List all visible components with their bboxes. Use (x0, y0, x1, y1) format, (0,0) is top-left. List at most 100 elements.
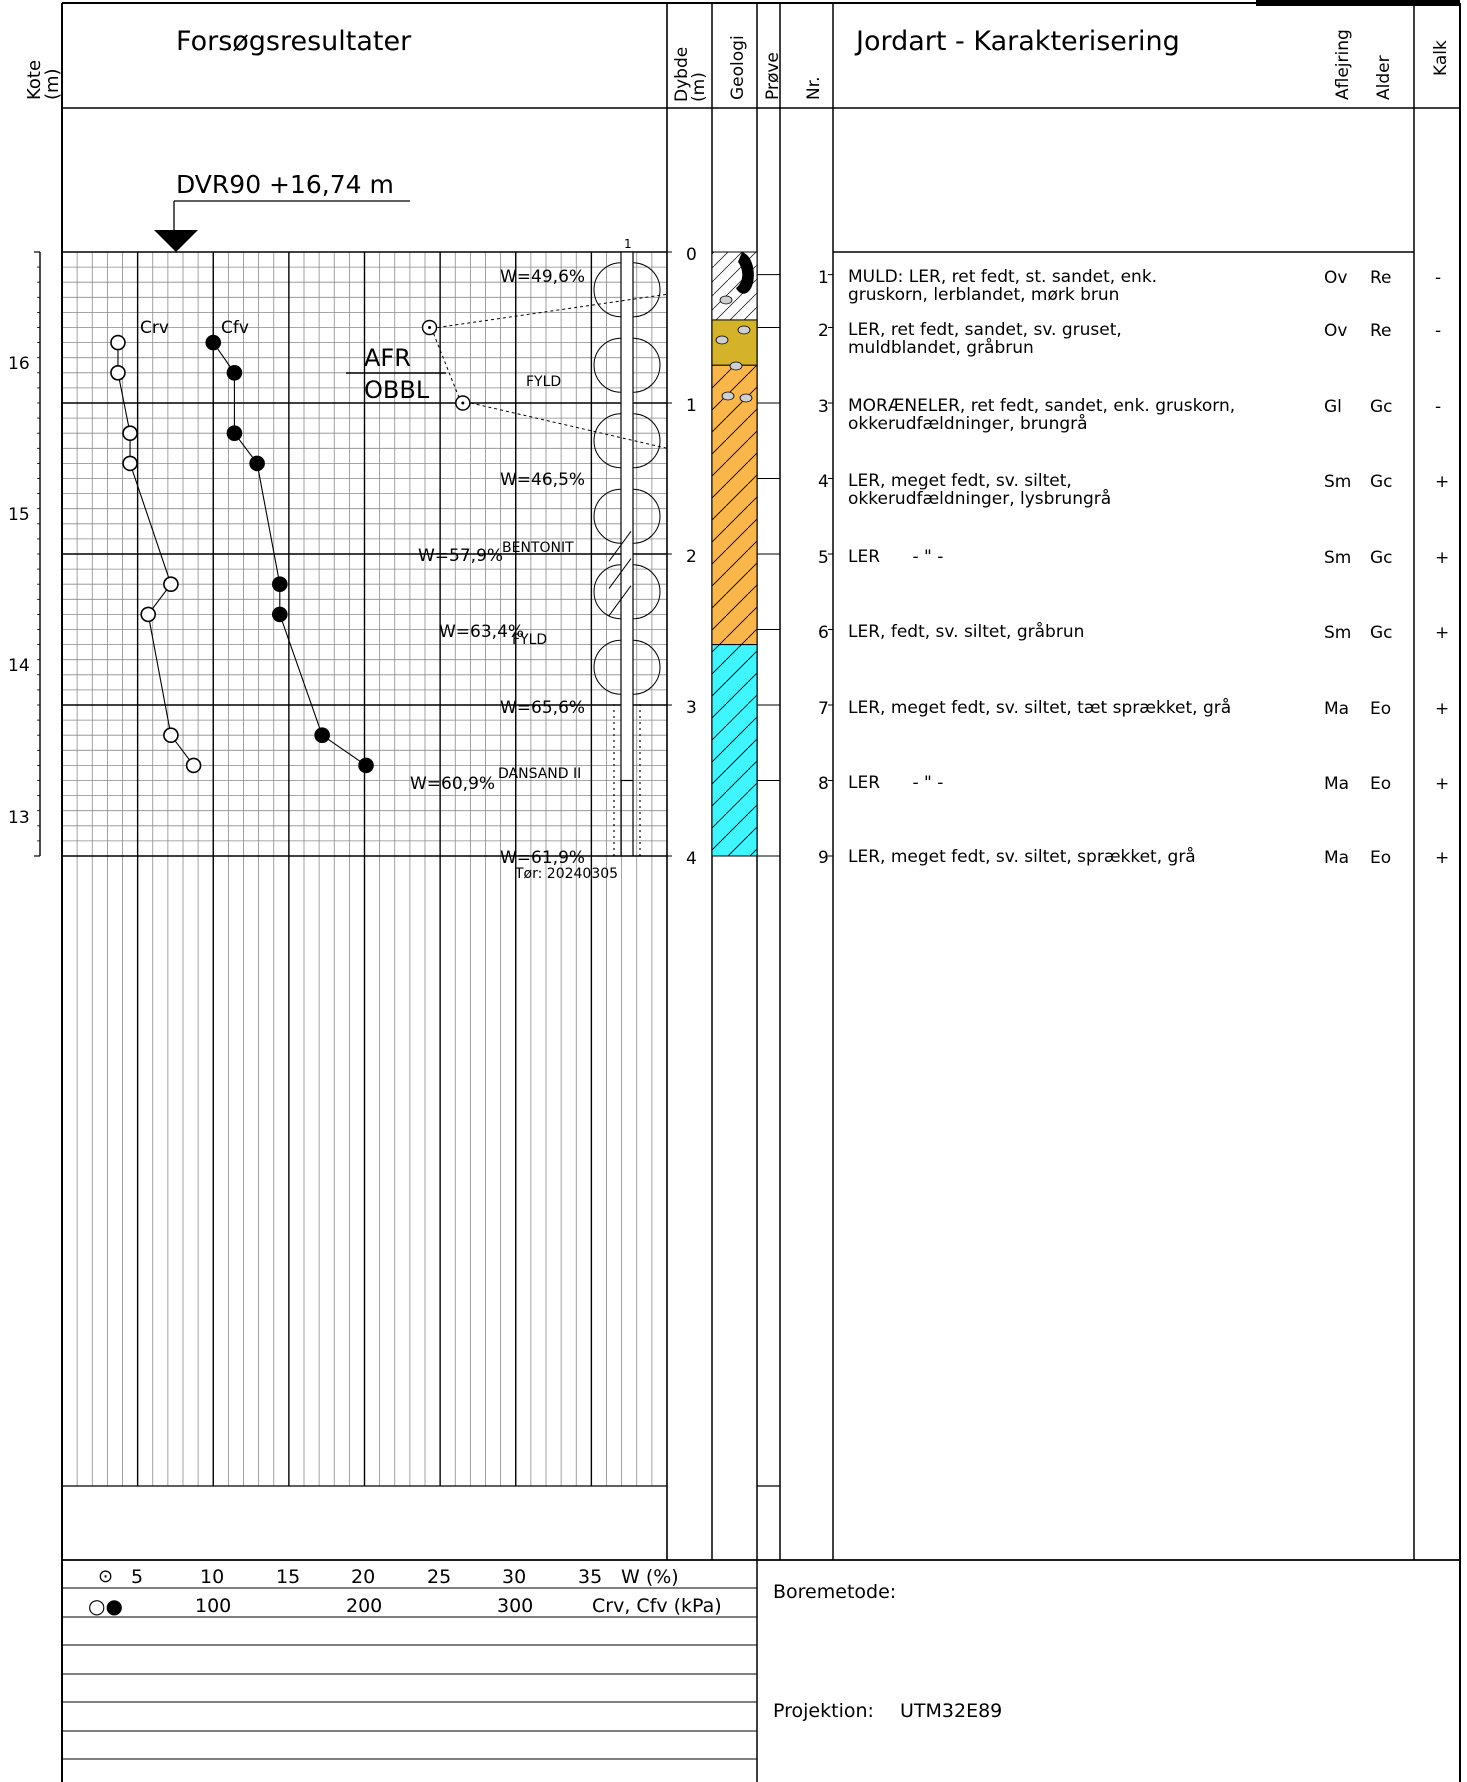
bentonit-hatch (608, 585, 632, 617)
w-tick-label: 25 (427, 1566, 452, 1588)
layer-aflejring: Sm (1324, 623, 1352, 643)
layer-description: MULD: LER, ret fedt, st. sandet, enk.gru… (848, 267, 1158, 305)
w-bracket (593, 488, 622, 544)
layer-nr: 7 (818, 699, 829, 719)
layer-nr: 6 (818, 623, 829, 643)
tube-dot (613, 728, 615, 730)
data-point-cfv (249, 455, 265, 472)
layer-nr: 1 (818, 268, 829, 288)
data-point-cfv (271, 576, 288, 593)
depth-tick: 0 (686, 245, 697, 265)
tube-dot (639, 812, 641, 814)
layer-aflejring: Gl (1324, 397, 1342, 417)
data-point-crv (163, 576, 179, 593)
data-point-w-center (428, 326, 432, 329)
layer-kalk: + (1435, 548, 1450, 568)
tube-dot (613, 836, 615, 838)
prove-label: Prøve (763, 52, 783, 100)
data-point-crv (110, 334, 126, 351)
gravel-symbol (739, 393, 753, 403)
tube-dot (639, 740, 641, 742)
tube-dot (639, 752, 641, 754)
dansand-annotation: DANSAND II (498, 766, 582, 782)
c-tick-label: 200 (346, 1595, 383, 1617)
fyld-annotation: FYLD (512, 632, 548, 648)
tube-dot (613, 746, 615, 748)
projektion-label: Projektion: (773, 1700, 874, 1722)
data-point-crv (122, 425, 138, 442)
gravel-symbol (729, 361, 743, 371)
data-point-crv (185, 757, 202, 774)
tube-dot (639, 758, 641, 760)
depth-tick: 3 (686, 698, 697, 718)
bentonit-hatch (608, 558, 632, 589)
tube-dot (613, 758, 615, 760)
layer-kalk: + (1435, 623, 1450, 643)
gravel-symbol (721, 391, 735, 401)
layer-aflejring: Ma (1324, 699, 1350, 719)
tube-dot (613, 752, 615, 754)
w-bracket (632, 413, 661, 469)
chart-grid (61, 251, 668, 1487)
w-tick-label: 10 (200, 1566, 225, 1588)
bentonit-hatch (608, 531, 632, 562)
tube-dot (613, 794, 615, 796)
tube-dot (639, 710, 641, 712)
data-point-cfv (226, 425, 243, 442)
tube-dot (613, 710, 615, 712)
muld-symbol (736, 252, 754, 294)
layer-kalk: - (1435, 321, 1442, 341)
layer-aflejring: Ov (1324, 321, 1348, 341)
tube-dot (639, 746, 641, 748)
depth-tick: 2 (686, 547, 697, 567)
tube-dot (613, 806, 615, 808)
tube-dot (639, 782, 641, 784)
layer-kalk: - (1435, 268, 1442, 288)
tube-dot (639, 830, 641, 832)
geology-band-pattern (712, 365, 757, 645)
tube-dot (613, 842, 615, 844)
tube-dot (613, 764, 615, 766)
aflejring-label: Aflejring (1333, 29, 1353, 100)
gravel-symbol (737, 325, 751, 335)
c-tick-label: 100 (195, 1595, 232, 1617)
kalk-label: Kalk (1431, 40, 1451, 76)
tube-dot (639, 818, 641, 820)
elevation-tick: 13 (8, 808, 30, 828)
tube-dot (639, 806, 641, 808)
jordart-title: Jordart - Karakterisering (856, 26, 1180, 57)
c-tick-label: 300 (497, 1595, 534, 1617)
w-connector (433, 333, 460, 398)
layer-alder: Gc (1370, 472, 1393, 492)
layer-description: LER, fedt, sv. siltet, gråbrun (848, 622, 1085, 642)
tube-dot (613, 830, 615, 832)
w-bracket (632, 262, 661, 318)
tube-dot (613, 716, 615, 718)
layer-alder: Eo (1370, 699, 1392, 719)
layer-description: LER, meget fedt, sv. siltet,okkerudfældn… (848, 471, 1112, 509)
layer-kalk: + (1435, 472, 1450, 492)
w-axis-symbol: ⊙ (98, 1566, 114, 1587)
w-tick-label: 30 (502, 1566, 527, 1588)
layer-nr: 4 (818, 472, 829, 492)
tube-dot (639, 734, 641, 736)
series-line-cfv (212, 342, 367, 766)
tube-dot (613, 770, 615, 772)
cfv-series-label: Cfv (221, 318, 249, 338)
projektion-value: UTM32E89 (900, 1700, 1003, 1722)
w-bracket (632, 488, 661, 544)
tube-dot (613, 740, 615, 742)
layer-nr: 3 (818, 397, 829, 417)
results-title: Forsøgsresultater (176, 26, 412, 57)
gravel-symbol (719, 295, 733, 305)
w-bracket (593, 413, 622, 469)
geology-column (711, 251, 758, 857)
tube-dot (613, 776, 615, 778)
sample-tube-label: 1 (624, 237, 632, 251)
layer-nr: 5 (818, 548, 829, 568)
tube-dot (639, 848, 641, 850)
data-point-crv (140, 606, 157, 623)
dry-date-annotation: Tør: 20240305 (515, 866, 619, 882)
reference-level: DVR90 +16,74 m (176, 170, 394, 199)
data-point-cfv (271, 606, 288, 623)
